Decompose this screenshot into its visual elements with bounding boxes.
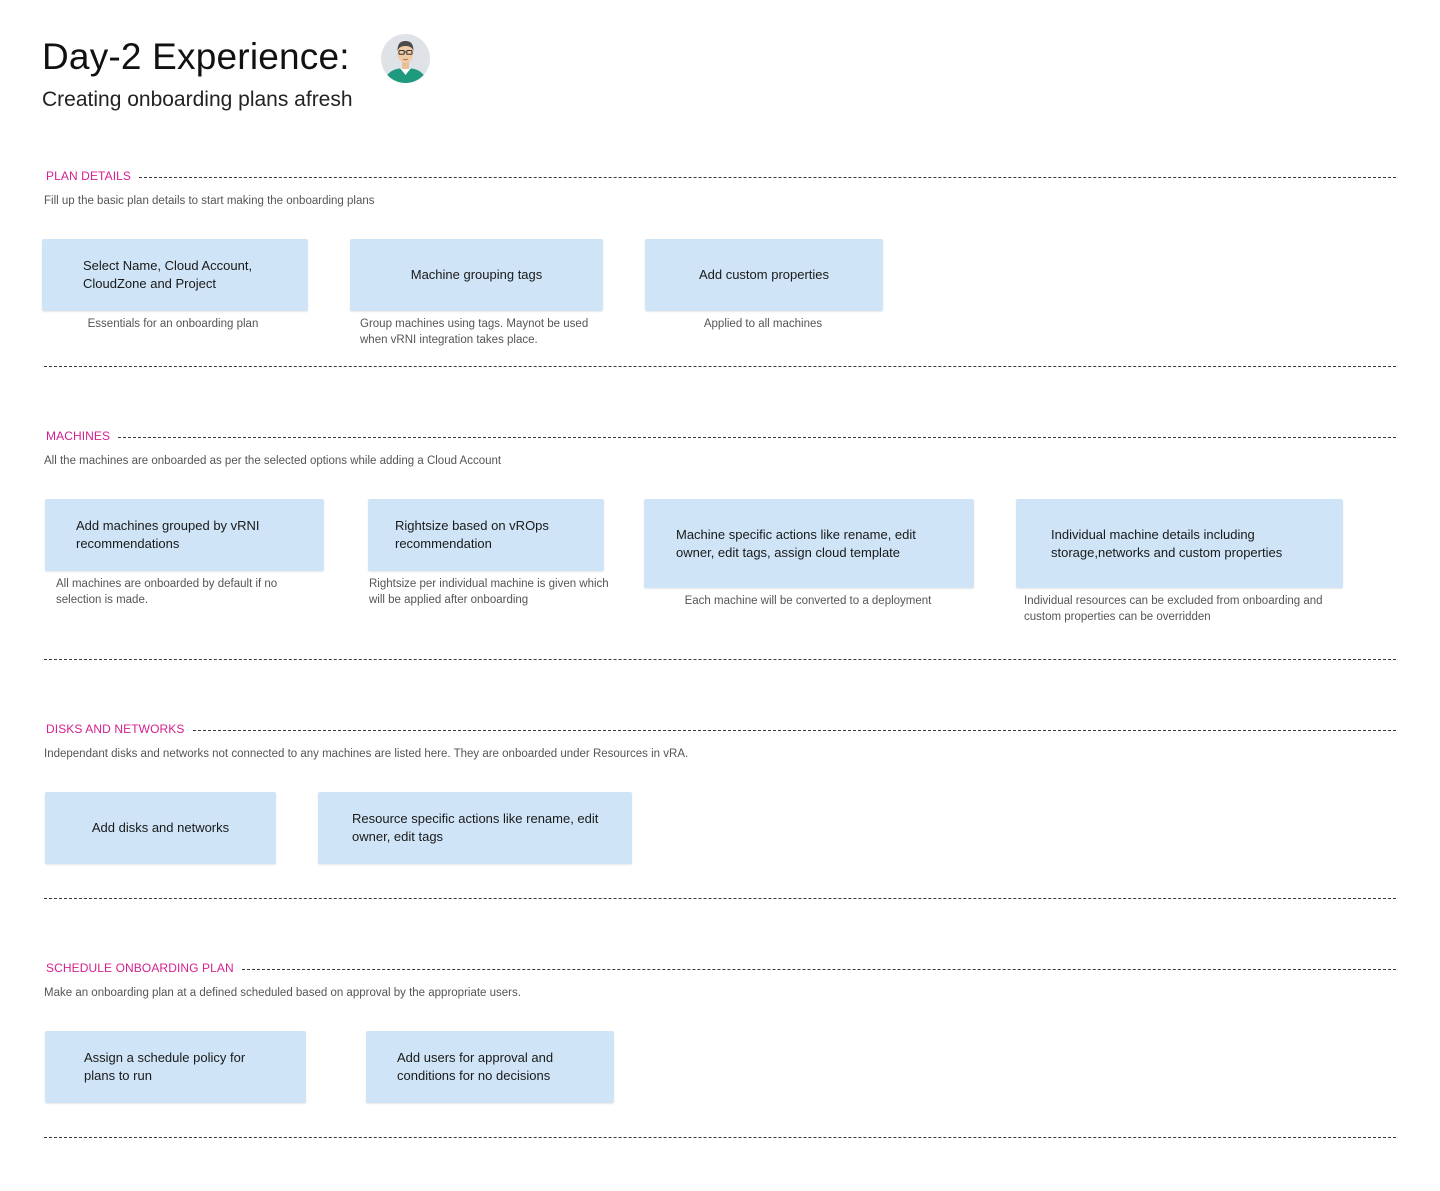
section-header: PLAN DETAILS <box>44 168 1396 184</box>
section-title: PLAN DETAILS <box>46 169 132 183</box>
step-box-approval-users: Add users for approval and conditions fo… <box>366 1031 614 1103</box>
step-caption: Essentials for an onboarding plan <box>87 318 259 330</box>
section-description: All the machines are onboarded as per th… <box>44 455 502 467</box>
step-caption: Each machine will be converted to a depl… <box>684 595 932 607</box>
section-separator <box>44 366 1396 367</box>
step-caption: Group machines using tags. Maynot be use… <box>360 318 589 346</box>
step-caption: Rightsize per individual machine is give… <box>369 578 609 606</box>
section-separator <box>44 1137 1396 1138</box>
user-avatar-icon <box>381 34 430 83</box>
section-separator <box>44 659 1396 660</box>
step-label: Resource specific actions like rename, e… <box>352 811 599 844</box>
section-title: SCHEDULE ONBOARDING PLAN <box>46 961 234 975</box>
dashed-divider <box>139 176 1396 178</box>
section-description: Independant disks and networks not conne… <box>44 748 689 760</box>
step-label: Add disks and networks <box>91 820 230 835</box>
step-box-vrni-grouping: Add machines grouped by vRNI recommendat… <box>45 499 324 571</box>
step-label: Machine specific actions like rename, ed… <box>676 526 916 560</box>
section-header: DISKS AND NETWORKS <box>44 721 1396 737</box>
dashed-divider <box>118 436 1396 438</box>
step-box-machine-actions: Machine specific actions like rename, ed… <box>644 499 974 588</box>
step-label: Rightsize based on vROps recommendation <box>395 518 549 551</box>
step-caption: Individual resources can be excluded fro… <box>1024 595 1323 623</box>
step-box-schedule-policy: Assign a schedule policy for plans to ru… <box>45 1031 306 1103</box>
step-box-custom-properties: Add custom properties <box>645 239 883 311</box>
step-box-disks-networks: Add disks and networks <box>45 792 276 864</box>
step-label: Add machines grouped by vRNI recommendat… <box>76 518 260 551</box>
section-description: Make an onboarding plan at a defined sch… <box>44 987 521 999</box>
step-box-machine-details: Individual machine details including sto… <box>1016 499 1343 588</box>
step-label: Add custom properties <box>698 267 830 282</box>
step-label: Assign a schedule policy for plans to ru… <box>84 1050 246 1083</box>
step-caption: Applied to all machines <box>703 318 823 330</box>
section-title: MACHINES <box>46 429 111 443</box>
step-box-rightsize-vrops: Rightsize based on vROps recommendation <box>368 499 604 571</box>
dashed-divider <box>241 968 1396 970</box>
section-separator <box>44 898 1396 899</box>
section-header: SCHEDULE ONBOARDING PLAN <box>44 960 1396 976</box>
step-caption: All machines are onboarded by default if… <box>56 578 278 606</box>
step-label: Machine grouping tags <box>410 267 543 282</box>
section-title: DISKS AND NETWORKS <box>46 722 185 736</box>
dashed-divider <box>192 729 1396 731</box>
step-box-plan-essentials: Select Name, Cloud Account, CloudZone an… <box>42 239 308 311</box>
step-label: Select Name, Cloud Account, CloudZone an… <box>83 258 253 291</box>
page-title: Day-2 Experience: <box>42 36 350 77</box>
step-label: Individual machine details including sto… <box>1051 526 1283 560</box>
page-subtitle: Creating onboarding plans afresh <box>42 88 353 111</box>
step-box-resource-actions: Resource specific actions like rename, e… <box>318 792 632 864</box>
section-description: Fill up the basic plan details to start … <box>44 195 375 207</box>
step-label: Add users for approval and conditions fo… <box>397 1050 554 1083</box>
section-header: MACHINES <box>44 428 1396 444</box>
step-box-machine-grouping-tags: Machine grouping tags <box>350 239 603 311</box>
